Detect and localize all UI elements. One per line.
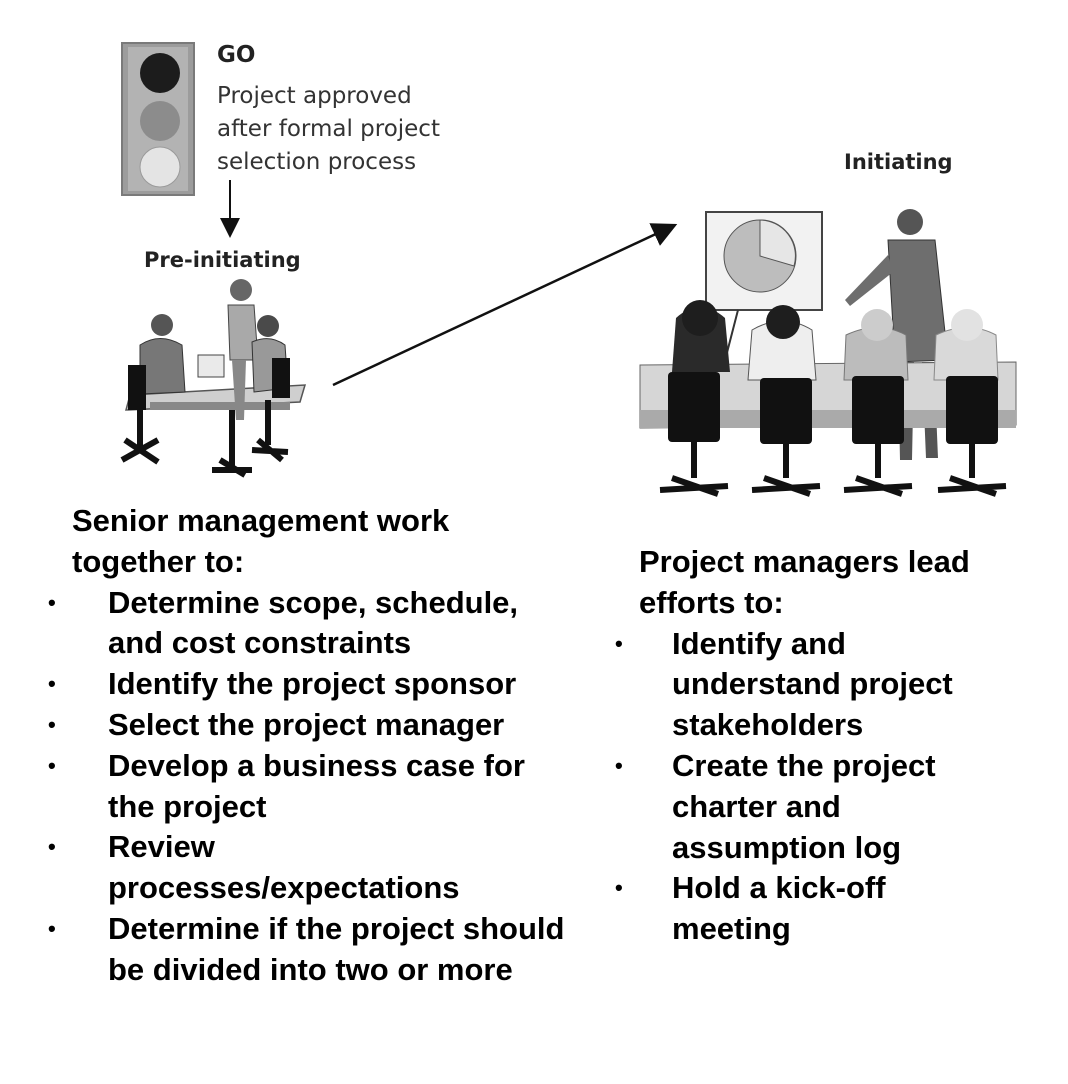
list-item-line: Identify the project sponsor: [108, 666, 517, 702]
go-description: Project approved after formal project se…: [217, 80, 477, 179]
list-item: • Identify the project sponsor: [48, 664, 632, 705]
list-item-line: Develop a business case for: [108, 747, 525, 783]
list-item: • Determine if the project should be div…: [48, 909, 632, 991]
list-item: • Develop a business case for the projec…: [48, 746, 632, 828]
list-item-line: assumption log: [672, 829, 902, 865]
bullet-icon: •: [615, 752, 623, 778]
list-item-line: be divided into two or more: [108, 951, 513, 987]
initiating-label: Initiating: [844, 150, 953, 174]
list-item: • Create the project charter and assumpt…: [615, 746, 1059, 868]
bullet-icon: •: [48, 711, 56, 737]
list-item-line: Hold a kick-off: [672, 870, 886, 906]
list-item-line: and cost constraints: [108, 625, 412, 661]
list-item-line: stakeholders: [672, 707, 864, 743]
project-managers-list: • Identify and understand project stakeh…: [615, 624, 1059, 950]
list-item: • Identify and understand project stakeh…: [615, 624, 1059, 746]
list-item-line: charter and: [672, 788, 841, 824]
list-item-line: Select the project manager: [108, 706, 505, 742]
list-item: • Determine scope, schedule, and cost co…: [48, 583, 632, 665]
list-item: • Review processes/expectations: [48, 827, 632, 909]
list-item-line: the project: [108, 788, 267, 824]
go-description-line: Project approved: [217, 83, 412, 109]
senior-management-block: Senior management work together to: • De…: [48, 501, 632, 991]
senior-management-heading: Senior management work together to:: [72, 501, 632, 583]
bullet-icon: •: [48, 671, 56, 697]
pre-initiating-label: Pre-initiating: [144, 248, 301, 272]
bullet-icon: •: [48, 589, 56, 615]
list-item: • Select the project manager: [48, 705, 632, 746]
bullet-icon: •: [615, 875, 623, 901]
go-description-line: selection process: [217, 149, 417, 175]
list-item-line: meeting: [672, 911, 791, 947]
traffic-light-icon: [121, 42, 195, 196]
list-item-line: processes/expectations: [108, 870, 460, 906]
initiating-presentation-illustration: [639, 209, 1017, 497]
senior-management-list: • Determine scope, schedule, and cost co…: [48, 583, 632, 991]
list-item-line: Determine scope, schedule,: [108, 584, 519, 620]
bullet-icon: •: [615, 630, 623, 656]
transition-arrow: [332, 223, 678, 387]
project-managers-block: Project managers lead efforts to: • Iden…: [615, 542, 1059, 950]
list-item-line: Review: [108, 829, 215, 865]
list-item-line: Create the project: [672, 747, 936, 783]
list-item-line: Determine if the project should: [108, 910, 565, 946]
bullet-icon: •: [48, 834, 56, 860]
heading-line: efforts to:: [639, 584, 784, 620]
bullet-icon: •: [48, 752, 56, 778]
list-item-line: Identify and: [672, 625, 846, 661]
go-label: GO: [217, 42, 256, 68]
heading-line: Project managers lead: [639, 544, 970, 579]
list-item-line: understand project: [672, 666, 953, 702]
heading-line: Senior management work: [72, 503, 450, 538]
bullet-icon: •: [48, 915, 56, 941]
list-item: • Hold a kick-off meeting: [615, 868, 1059, 950]
pre-initiating-meeting-illustration: [120, 279, 307, 478]
heading-line: together to:: [72, 543, 245, 579]
project-managers-heading: Project managers lead efforts to:: [639, 542, 1059, 624]
go-description-line: after formal project: [217, 116, 440, 142]
